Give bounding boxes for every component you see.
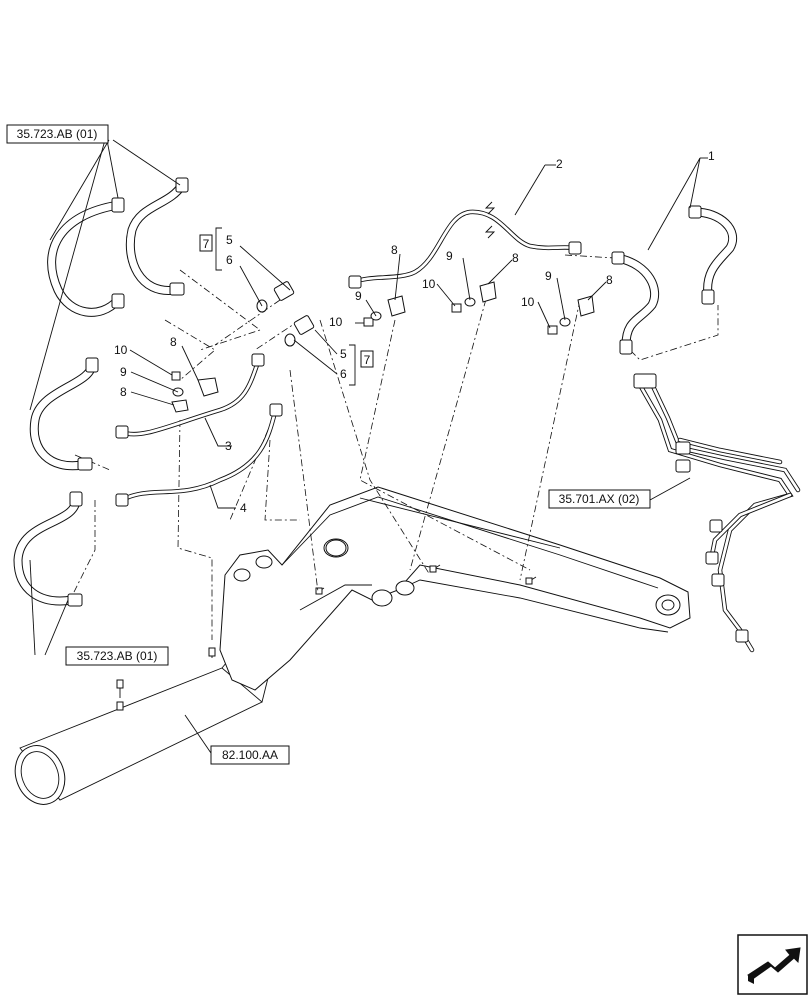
callout-8-left-top: 8 (170, 335, 177, 349)
boom-body (116, 486, 691, 711)
fittings (171, 281, 595, 557)
callout-8-center-right: 8 (512, 251, 519, 265)
bracket-group-lower: 7 (349, 344, 374, 386)
callout-9-left: 9 (120, 365, 127, 379)
bracket-group-upper: 7 (199, 227, 222, 271)
callout-10-left: 10 (114, 343, 128, 357)
callout-10-center-right: 10 (422, 277, 436, 291)
hose-mid-left (29, 357, 99, 471)
callout-2: 2 (556, 157, 563, 171)
callout-7-upper: 7 (203, 237, 210, 251)
ref-box-bottom[interactable]: 82.100.AA (210, 745, 290, 765)
callout-10-right: 10 (521, 295, 535, 309)
ref-label-right: 35.701.AX (02) (559, 492, 640, 506)
pipe-bundle-right (633, 373, 801, 653)
callout-8-center: 8 (391, 243, 398, 257)
callout-9-center: 9 (355, 289, 362, 303)
callout-4: 4 (240, 501, 247, 515)
ref-box-top-left[interactable]: 35.723.AB (01) (6, 124, 109, 144)
callout-9-center-right: 9 (446, 249, 453, 263)
pipe-4 (115, 403, 283, 507)
callout-5-upper: 5 (226, 233, 233, 247)
ref-label-bottom: 82.100.AA (222, 748, 278, 762)
ref-box-right[interactable]: 35.701.AX (02) (548, 489, 651, 509)
hose-top-left-b (125, 177, 189, 296)
callout-1: 1 (708, 149, 715, 163)
pipe-2 (348, 201, 582, 289)
callouts: 1 2 3 4 5 6 5 6 8 8 8 8 8 9 9 9 9 10 10 … (114, 149, 715, 515)
pipe-3 (115, 353, 265, 439)
hose-top-left-a (47, 197, 125, 317)
callout-3: 3 (225, 439, 232, 453)
callout-6-upper: 6 (226, 253, 233, 267)
ref-box-bottom-left[interactable]: 35.723.AB (01) (65, 646, 169, 666)
callout-8-right: 8 (606, 273, 613, 287)
ref-label-top-left: 35.723.AB (01) (17, 127, 98, 141)
leader-lines (29, 139, 708, 757)
callout-5-lower: 5 (340, 347, 347, 361)
next-page-arrow-icon[interactable] (737, 934, 808, 995)
boom-assembly (14, 486, 691, 805)
callout-9-right: 9 (545, 269, 552, 283)
callout-8-left-bottom: 8 (120, 385, 127, 399)
ref-label-bottom-left: 35.723.AB (01) (77, 649, 158, 663)
hose-right-top (688, 205, 737, 305)
callout-6-lower: 6 (340, 367, 347, 381)
hose-bottom-left (13, 491, 83, 607)
callout-10-center: 10 (329, 315, 343, 329)
hose-1 (611, 251, 660, 355)
callout-7-lower: 7 (364, 353, 371, 367)
